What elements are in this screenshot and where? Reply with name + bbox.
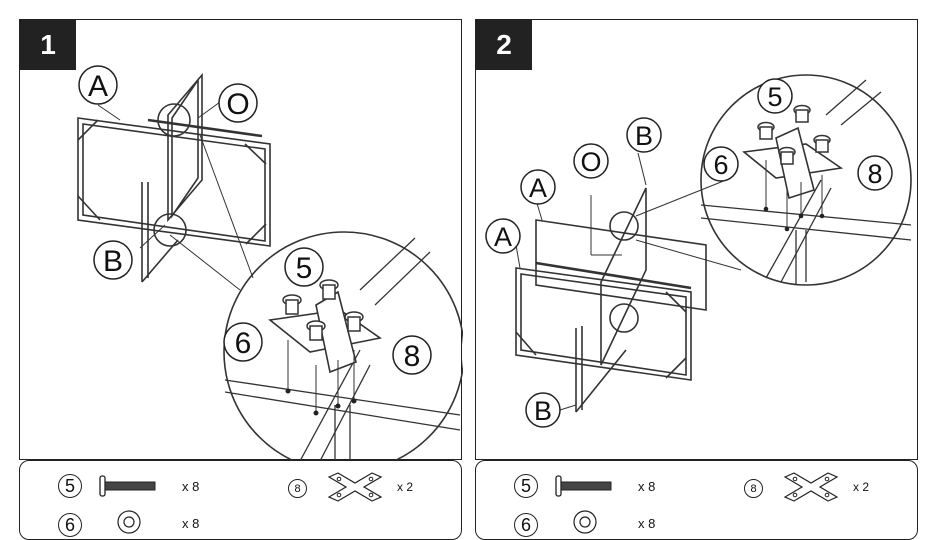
part-label-6: 6 (235, 327, 252, 360)
step-2-illustration: A A O B B 5 6 8 (485, 74, 912, 428)
part-label-b: B (103, 245, 123, 278)
cross-plate-icon (327, 472, 383, 502)
step-number-badge: 1 (20, 20, 76, 70)
washer-icon (117, 510, 141, 534)
washer-icon (573, 510, 597, 534)
step-number-badge: 2 (476, 20, 532, 70)
plate-quantity: x 2 (853, 480, 870, 494)
bolt-icon (99, 475, 156, 497)
part-label-a: A (529, 173, 547, 203)
frame-a (77, 117, 271, 247)
part-label-5: 5 (767, 82, 782, 112)
frame-b (600, 187, 647, 366)
bolt-quantity: x 8 (638, 479, 656, 494)
part-id-plate: 8 (288, 479, 307, 498)
bolt-icon (555, 475, 612, 497)
part-label-a: A (494, 222, 512, 252)
step-1-panel: 1 (19, 19, 463, 461)
parts-list-1: 5 x 8 8 x 2 6 x 8 (19, 460, 462, 540)
zoom-detail-circle (223, 231, 463, 461)
part-label-8: 8 (404, 340, 421, 373)
step-2-panel: 2 (475, 19, 918, 460)
frame-b (141, 72, 203, 283)
part-label-o: O (226, 88, 249, 121)
frame-a (515, 267, 692, 381)
part-label-8: 8 (867, 159, 882, 189)
part-label-a: A (88, 70, 108, 103)
part-label-o: O (580, 147, 601, 177)
part-id-plate: 8 (744, 479, 763, 498)
plate-quantity: x 2 (397, 480, 414, 494)
part-id-bolt: 5 (58, 474, 82, 498)
part-id-washer: 6 (514, 513, 538, 537)
washer-quantity: x 8 (182, 516, 200, 531)
part-label-6: 6 (713, 150, 728, 180)
part-label-5: 5 (296, 252, 313, 285)
part-label-b: B (635, 121, 653, 151)
zoom-detail-circle (700, 74, 912, 286)
bolt-quantity: x 8 (182, 479, 200, 494)
part-id-washer: 6 (58, 513, 82, 537)
cross-plate-icon (783, 472, 839, 502)
step-1-illustration: A O B 5 6 8 (77, 65, 463, 461)
part-id-bolt: 5 (514, 474, 538, 498)
part-label-b: B (534, 396, 552, 426)
washer-quantity: x 8 (638, 516, 656, 531)
parts-list-2: 5 x 8 8 x 2 6 x 8 (475, 460, 918, 540)
